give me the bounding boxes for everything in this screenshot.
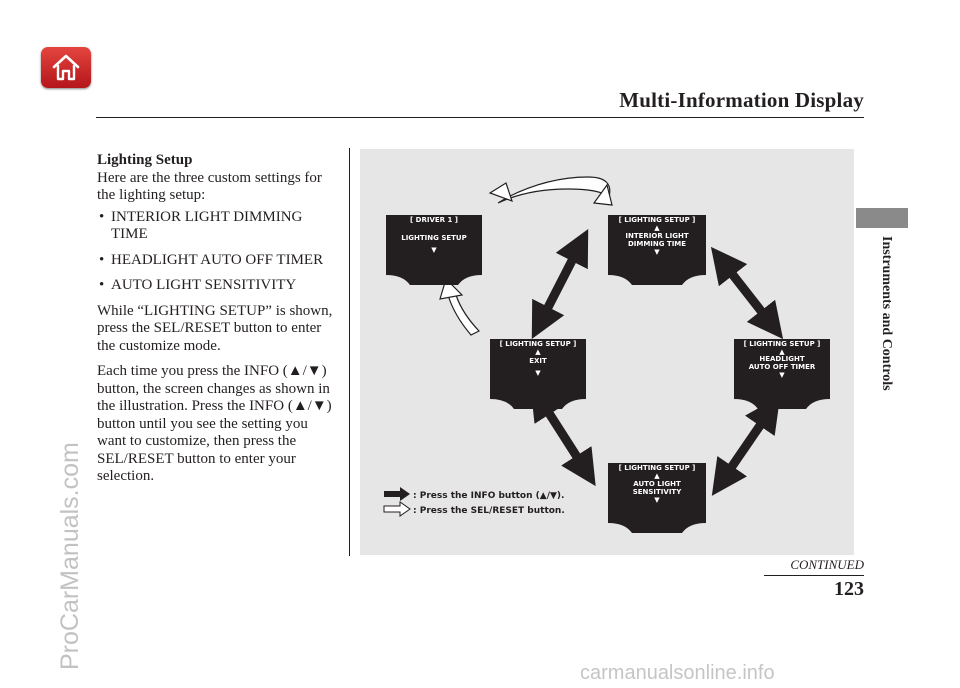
- screen-line: EXIT: [529, 357, 547, 365]
- exit-to-driver-arrow: [439, 277, 480, 336]
- screen-line: AUTO OFF TIMER: [749, 363, 816, 371]
- up-arrow-glyph: ▲: [535, 348, 541, 356]
- down-arrow-glyph: ▼: [431, 246, 437, 254]
- down-arrow-glyph: ▼: [535, 369, 541, 377]
- page-number: 123: [834, 578, 864, 600]
- screen-line: HEADLIGHT: [759, 355, 805, 363]
- body-text-column: Lighting Setup Here are the three custom…: [97, 152, 337, 494]
- settings-bullet-list: INTERIOR LIGHT DIMMING TIME HEADLIGHT AU…: [97, 209, 337, 295]
- body-paragraph: While “LIGHTING SETUP” is shown, press t…: [97, 302, 333, 354]
- screen-line: SENSITIVITY: [633, 488, 683, 496]
- up-arrow-glyph: ▲: [654, 472, 660, 480]
- down-arrow-glyph: ▼: [654, 496, 660, 504]
- screen-line: INTERIOR LIGHT: [625, 232, 688, 240]
- page-title: Multi-Information Display: [619, 88, 864, 112]
- screen-header: [ LIGHTING SETUP ]: [744, 340, 821, 348]
- screen-line: AUTO LIGHT: [633, 480, 681, 488]
- flow-diagram: [ DRIVER 1 ] LIGHTING SETUP ▼ [ LIGHTING…: [383, 176, 830, 533]
- screen-auto-light-sensitivity: [ LIGHTING SETUP ] ▲ AUTO LIGHT SENSITIV…: [608, 463, 706, 533]
- down-arrow-glyph: ▼: [654, 248, 660, 256]
- bullet-item: INTERIOR LIGHT DIMMING TIME: [97, 209, 337, 244]
- home-button[interactable]: [41, 47, 91, 88]
- footer-divider: [764, 575, 864, 576]
- body-paragraph: Each time you press the INFO (▲/▼) butto…: [97, 363, 332, 484]
- legend: : Press the INFO button (▲/▼). : Press t…: [383, 487, 565, 517]
- top-double-arrow: [488, 176, 613, 206]
- section-tab-label: Instruments and Controls: [879, 236, 894, 391]
- bullet-item: HEADLIGHT AUTO OFF TIMER: [97, 252, 337, 270]
- home-icon: [52, 54, 80, 81]
- interior-exit-double-arrow: [531, 228, 589, 340]
- sel-legend-arrow-icon: [383, 501, 411, 517]
- section-tab-marker: [856, 208, 908, 228]
- watermark-left: ProCarManuals.com: [56, 442, 84, 670]
- sel-legend-label: : Press the SEL/RESET button.: [413, 506, 565, 516]
- intro-paragraph: Here are the three custom settings for t…: [97, 169, 322, 204]
- screen-header: [ LIGHTING SETUP ]: [619, 464, 696, 472]
- up-arrow-glyph: ▲: [654, 224, 660, 232]
- screen-headlight-auto-off-timer: [ LIGHTING SETUP ] ▲ HEADLIGHT AUTO OFF …: [734, 339, 830, 409]
- bullet-item: AUTO LIGHT SENSITIVITY: [97, 277, 337, 295]
- column-divider: [349, 148, 350, 556]
- screen-driver-lighting-setup: [ DRIVER 1 ] LIGHTING SETUP ▼: [386, 215, 482, 285]
- section-heading: Lighting Setup: [97, 152, 193, 168]
- info-legend-label: : Press the INFO button (▲/▼).: [413, 491, 564, 501]
- lighting-setup-illustration: [ DRIVER 1 ] LIGHTING SETUP ▼ [ LIGHTING…: [360, 149, 854, 555]
- screen-header: [ DRIVER 1 ]: [410, 216, 458, 224]
- watermark-bottom: carmanualsonline.info: [580, 662, 775, 684]
- screen-exit: [ LIGHTING SETUP ] ▲ EXIT ▼: [490, 339, 586, 409]
- headlight-auto-double-arrow: [711, 396, 781, 496]
- info-legend-arrow-icon: [384, 487, 410, 501]
- screen-header: [ LIGHTING SETUP ]: [500, 340, 577, 348]
- screen-header: [ LIGHTING SETUP ]: [619, 216, 696, 224]
- screen-interior-light-dimming-time: [ LIGHTING SETUP ] ▲ INTERIOR LIGHT DIMM…: [608, 215, 706, 285]
- continued-label: CONTINUED: [790, 557, 864, 572]
- screen-line: LIGHTING SETUP: [401, 234, 467, 242]
- up-arrow-glyph: ▲: [779, 348, 785, 356]
- interior-headlight-double-arrow: [710, 246, 784, 340]
- exit-auto-double-arrow: [530, 383, 596, 487]
- header-divider: [96, 117, 864, 118]
- screen-line: DIMMING TIME: [628, 240, 686, 248]
- down-arrow-glyph: ▼: [779, 371, 785, 379]
